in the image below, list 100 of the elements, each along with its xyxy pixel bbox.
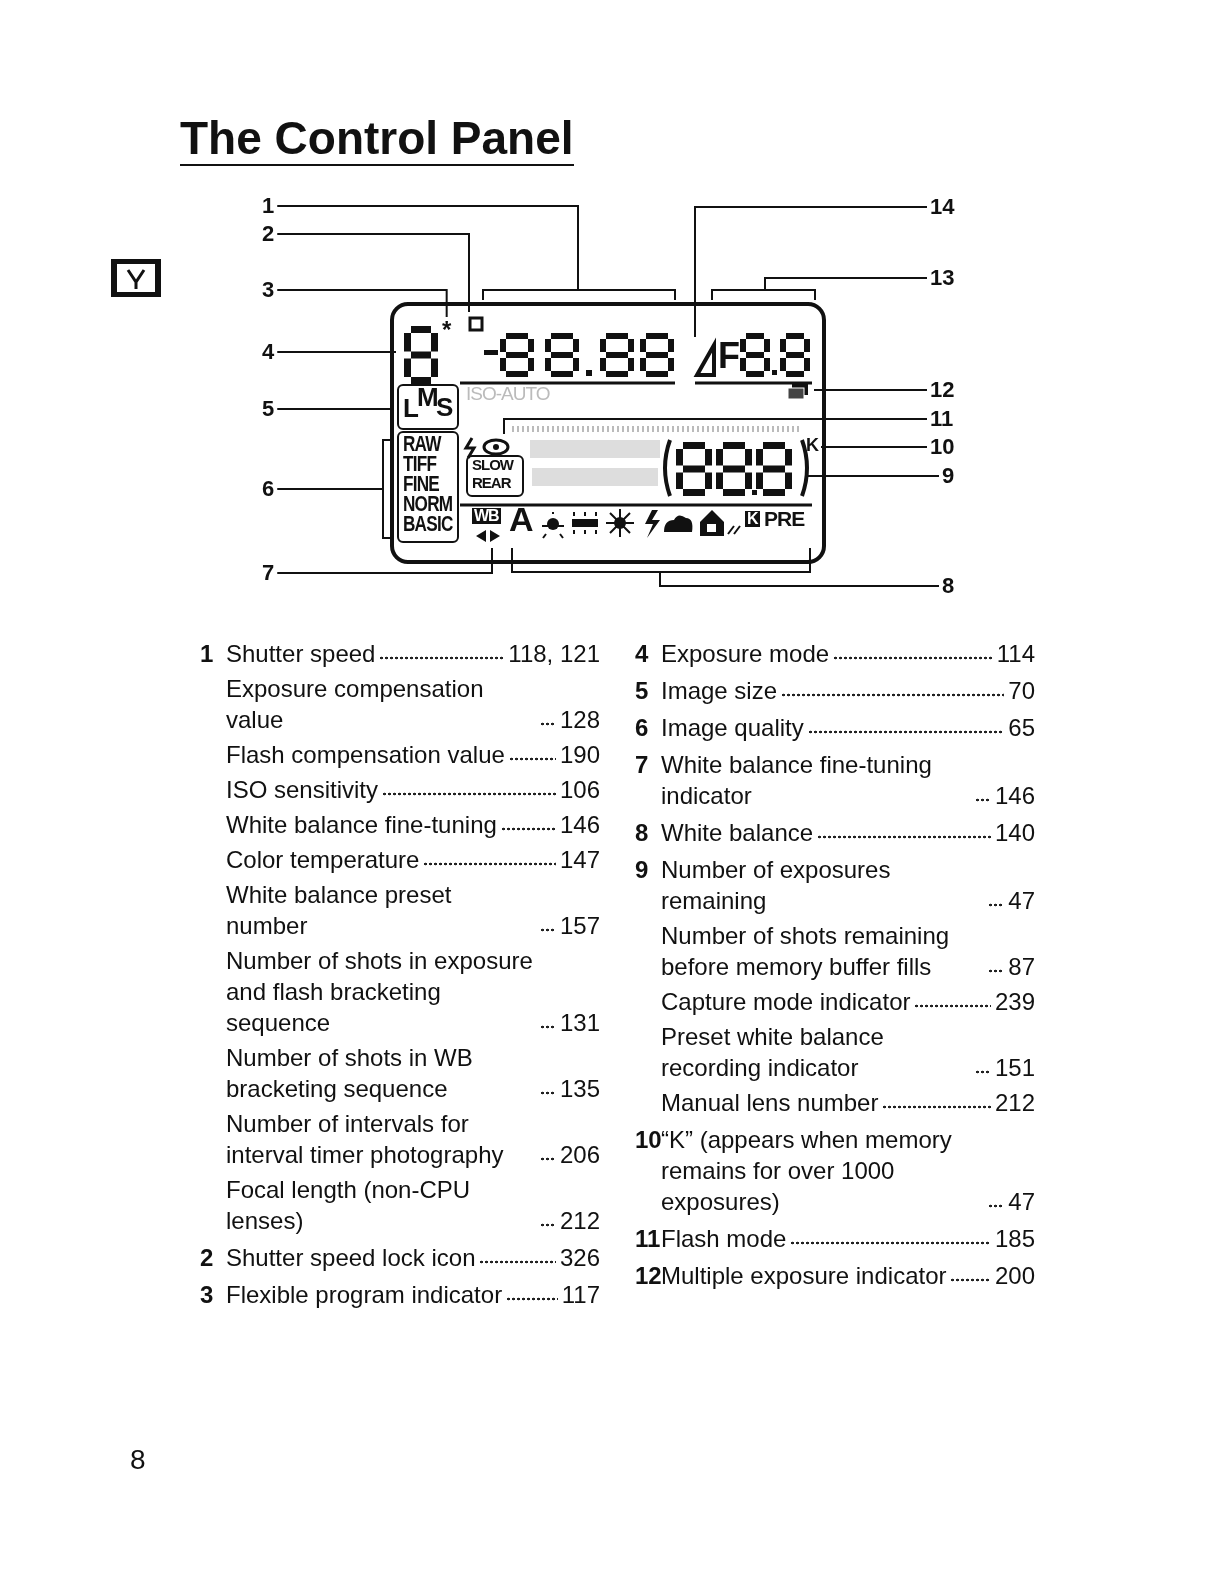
entry-text: Focal length (non-CPU lenses) xyxy=(226,1175,472,1236)
page-reference: 87 xyxy=(1008,952,1035,982)
leader-line xyxy=(820,446,928,448)
entry-text: White balance fine-tuning indicator xyxy=(661,750,933,811)
page-reference: 151 xyxy=(994,1053,1035,1083)
entry-text: Manual lens number xyxy=(661,1088,879,1118)
callout-number: 1 xyxy=(262,193,275,219)
page-title: The Control Panel xyxy=(180,112,574,166)
item-number: 5 xyxy=(635,676,649,706)
lcd-label: BASIC xyxy=(403,513,453,535)
page-reference: 70 xyxy=(1008,676,1035,706)
callout-number: 3 xyxy=(262,277,275,303)
page-reference: 114 xyxy=(996,639,1035,669)
page-reference: 117 xyxy=(561,1280,600,1310)
entry-text: Multiple exposure indicator xyxy=(661,1261,947,1291)
page-reference: 131 xyxy=(559,1008,600,1038)
page-reference: 146 xyxy=(994,781,1035,811)
page-reference: 200 xyxy=(994,1261,1035,1291)
lcd-label: L xyxy=(403,395,418,421)
item-number: 8 xyxy=(635,818,649,848)
callout-number: 9 xyxy=(942,463,955,489)
entry-text: Flash mode xyxy=(661,1224,787,1254)
entry-text: White balance preset number xyxy=(226,880,453,941)
lcd-label: K xyxy=(806,436,819,454)
page-reference: 147 xyxy=(559,845,600,875)
page-number: 8 xyxy=(130,1444,146,1476)
page-reference: 140 xyxy=(994,818,1035,848)
leader-line xyxy=(276,233,470,313)
callout-number: 11 xyxy=(930,406,954,432)
lcd-label: FINE xyxy=(403,473,439,495)
page-reference: 212 xyxy=(994,1088,1035,1118)
entry-text: Exposure mode xyxy=(661,639,830,669)
page-reference: 47 xyxy=(1008,886,1035,916)
lcd-label: * xyxy=(442,318,452,342)
page-reference: 326 xyxy=(559,1243,600,1273)
entry-text: Preset white balance recording indicator xyxy=(661,1022,885,1083)
lcd-label: ISO-AUTO xyxy=(466,384,550,403)
entry-text: “K” (appears when memory remains for over 1000 exposures) xyxy=(661,1125,953,1217)
leader-line xyxy=(503,418,928,435)
entry-text: Number of intervals for interval timer photography xyxy=(226,1109,505,1170)
entry-text: Image quality xyxy=(661,713,804,743)
page-reference: 185 xyxy=(994,1224,1035,1254)
lcd-label: M xyxy=(417,384,438,410)
leader-line xyxy=(276,351,397,353)
callout-number: 2 xyxy=(262,221,275,247)
entry-text: Number of shots in exposure and flash bracketing sequence xyxy=(226,946,534,1038)
item-number: 3 xyxy=(200,1280,214,1310)
page-reference: 190 xyxy=(559,740,600,770)
callout-number: 5 xyxy=(262,396,275,422)
callout-number: 12 xyxy=(930,377,955,403)
page-reference: 118, 121 xyxy=(508,639,600,669)
page-reference: 47 xyxy=(1008,1187,1035,1217)
lcd-label: K xyxy=(745,511,760,527)
entry-text: ISO sensitivity xyxy=(226,775,379,805)
item-number: 7 xyxy=(635,750,649,780)
callout-number: 13 xyxy=(930,265,955,291)
callout-number: 10 xyxy=(930,434,955,460)
entry-text: Image size xyxy=(661,676,778,706)
lcd-label: F xyxy=(718,338,739,374)
leader-line xyxy=(276,547,493,574)
lcd-label: WB xyxy=(472,508,501,524)
leader-line xyxy=(276,289,448,318)
leader-line xyxy=(807,475,940,477)
lcd-label: SLOW xyxy=(472,457,513,472)
callout-number: 4 xyxy=(262,339,275,365)
leader-line xyxy=(694,206,928,338)
page-reference: 146 xyxy=(559,810,600,840)
lcd-label: S xyxy=(436,394,453,420)
item-number: 11 xyxy=(635,1224,661,1254)
item-number: 12 xyxy=(635,1261,662,1291)
page-reference: 106 xyxy=(559,775,600,805)
entry-text: Exposure compensation value xyxy=(226,674,485,735)
item-number: 9 xyxy=(635,855,649,885)
page-reference: 239 xyxy=(994,987,1035,1017)
lcd-label: REAR xyxy=(472,475,511,490)
callout-number: 8 xyxy=(942,573,955,599)
page-reference: 65 xyxy=(1008,713,1035,743)
page-reference: 212 xyxy=(559,1206,600,1236)
leader-line xyxy=(813,389,928,391)
entry-text: Shutter speed lock icon xyxy=(226,1243,476,1273)
entry-text: Flash compensation value xyxy=(226,740,505,770)
lcd-label: A xyxy=(509,502,533,536)
item-number: 1 xyxy=(200,639,214,669)
lcd-label: RAW xyxy=(403,433,441,455)
lcd-label: TIFF xyxy=(403,453,437,475)
entry-text: Capture mode indicator xyxy=(661,987,911,1017)
leader-line xyxy=(276,205,676,301)
page-reference: 157 xyxy=(559,911,600,941)
callout-number: 7 xyxy=(262,560,275,586)
lcd-label: PRE xyxy=(764,508,805,529)
callout-number: 6 xyxy=(262,476,275,502)
entry-text: Number of exposures remaining xyxy=(661,855,892,916)
entry-text: Flexible program indicator xyxy=(226,1280,503,1310)
item-number: 6 xyxy=(635,713,649,743)
lcd-label: NORM xyxy=(403,493,453,515)
callout-number: 14 xyxy=(930,194,955,220)
page-reference: 135 xyxy=(559,1074,600,1104)
entry-text: Number of shots in WB bracketing sequence xyxy=(226,1043,474,1104)
entry-text: White balance xyxy=(661,818,814,848)
item-number: 4 xyxy=(635,639,649,669)
